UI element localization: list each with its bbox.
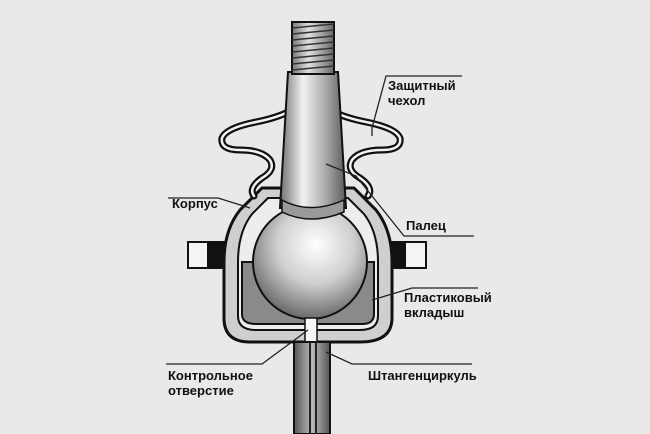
leader-control-hole [166,329,309,365]
caliper-probe [293,341,331,434]
pin-neck [281,198,345,220]
label-plastic-liner-line1: Пластиковый [404,290,492,305]
label-pin: Палец [406,218,446,233]
label-plastic-liner-line2: вкладыш [404,305,465,320]
label-control-hole-line2: отверстие [168,383,234,398]
leader-caliper [325,351,472,365]
label-protective-boot-line1: Защитный [388,78,456,93]
label-control-hole-line1: Контрольное [168,368,253,383]
label-housing-text: Корпус [172,196,218,211]
mounting-flange-left [187,241,225,269]
label-caliper-text: Штангенциркуль [368,368,477,383]
label-pin-text: Палец [406,218,446,233]
label-housing: Корпус [172,196,218,211]
leader-boot [371,75,462,136]
label-control-hole: Контрольное отверстие [168,368,253,398]
label-caliper: Штангенциркуль [368,368,477,383]
label-plastic-liner: Пластиковый вкладыш [404,290,492,320]
pin-shank [278,71,348,209]
ball [252,204,368,320]
label-protective-boot-line2: чехол [388,93,426,108]
leader-housing [168,197,251,209]
leader-liner [371,287,478,301]
label-protective-boot: Защитный чехол [388,78,456,108]
leader-pin [325,163,474,237]
pin-thread [291,21,335,75]
